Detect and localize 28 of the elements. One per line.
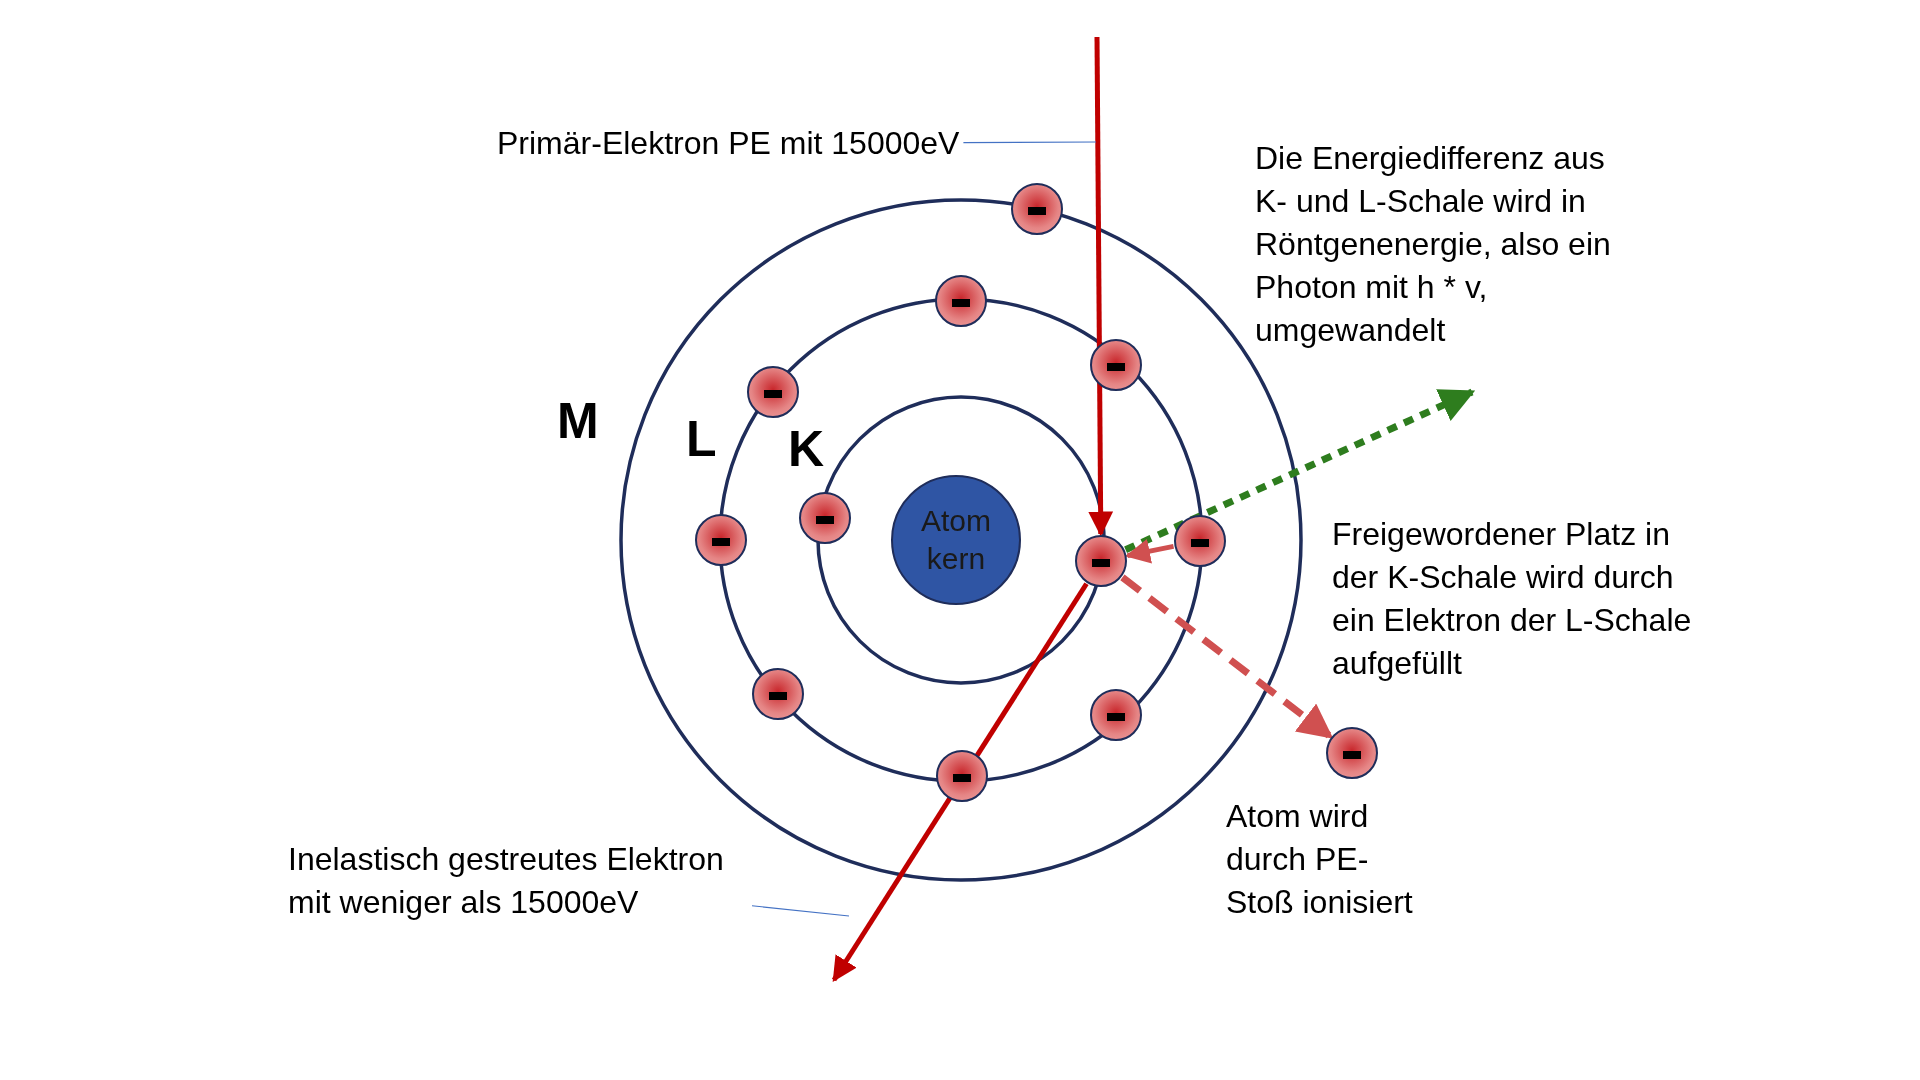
electron	[747, 366, 799, 418]
electron	[799, 492, 851, 544]
arrow	[1120, 574, 1334, 740]
electron	[935, 275, 987, 327]
shell-letter: L	[686, 410, 717, 468]
annotation-text: Atom wird durch PE-Stoß ionisiert	[1226, 797, 1414, 922]
annotation-text: Freigewordener Platz in der K-Schale wird durch ein Elektron der L-Schale aufgefüllt	[1332, 515, 1693, 683]
shell-letter: K	[788, 420, 825, 478]
arrow	[1125, 538, 1175, 564]
electron	[695, 514, 747, 566]
electron	[1011, 183, 1063, 235]
annotation-text: Die Energiedifferenz aus K- und L-Schale wird in Röntgenenergie, also ein Photon mit h * v, umgewandelt	[1255, 139, 1612, 350]
electron	[1075, 535, 1127, 587]
arrow	[1088, 37, 1114, 537]
electron	[752, 668, 804, 720]
atomic-nucleus: Atom kern	[891, 475, 1021, 605]
electron	[936, 750, 988, 802]
electron	[1174, 515, 1226, 567]
electron	[1326, 727, 1378, 779]
electron	[1090, 339, 1142, 391]
annotation-text: Primär-Elektron PE mit 15000eV	[497, 122, 960, 165]
annotation-text: Inelastisch gestreutes Elektron mit weniger als 15000eV	[288, 838, 748, 924]
shell-letter: M	[557, 392, 599, 450]
electron	[1090, 689, 1142, 741]
arrow	[831, 582, 1089, 983]
leader-line	[962, 141, 1097, 144]
arrow	[1124, 388, 1476, 553]
leader-line	[751, 905, 850, 917]
